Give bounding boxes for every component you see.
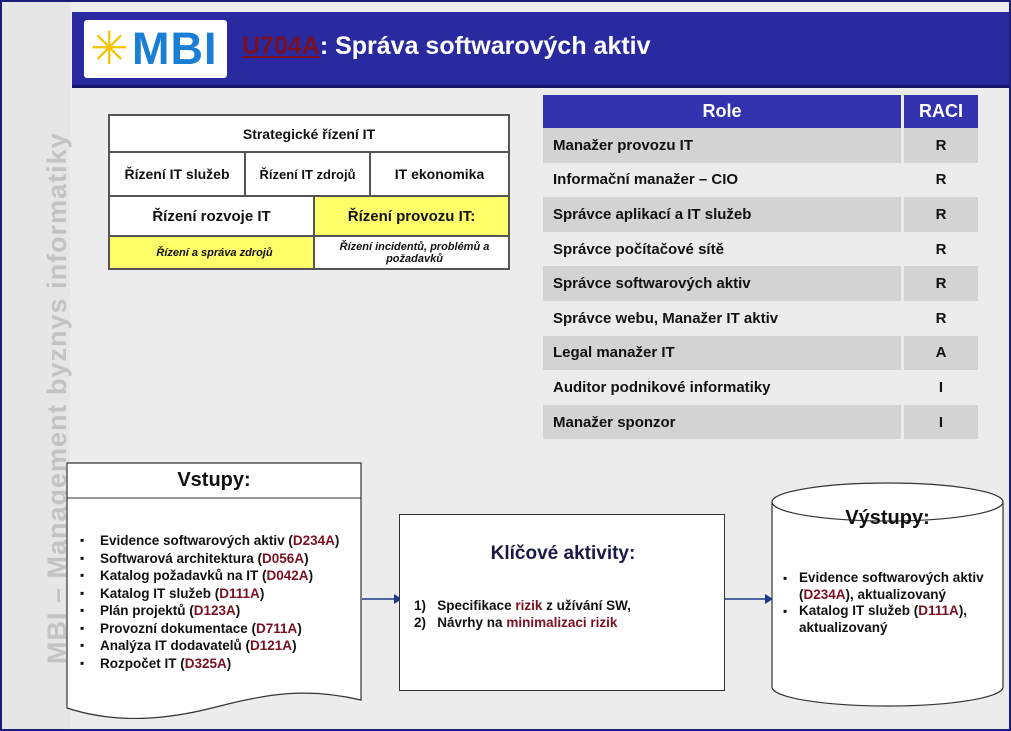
outputs-cylinder: Výstupy: Evidence softwarových aktiv (D2… [771,482,1004,707]
raci-value: R [901,231,978,267]
raci-role: Správce počítačové sítě [543,231,901,267]
raci-value: A [901,335,978,371]
raci-header-raci: RACI [901,95,978,128]
raci-role: Manažer provozu IT [543,128,901,163]
input-item: Rozpočet IT (D325A) [80,655,339,673]
title-text: : Správa softwarových aktiv [319,32,651,60]
input-item: Katalog požadavků na IT (D042A) [80,567,339,585]
org-resources: Řízení IT zdrojů [245,152,370,196]
raci-role: Legal manažer IT [543,335,901,371]
inputs-list: Evidence softwarových aktiv (D234A)Softw… [80,532,339,672]
raci-header-role: Role [543,95,901,128]
input-item: Evidence softwarových aktiv (D234A) [80,532,339,550]
raci-value: R [901,162,978,198]
mbi-logo: ✳ MBI [84,20,227,78]
input-item: Plán projektů (D123A) [80,602,339,620]
raci-role: Správce aplikací a IT služeb [543,197,901,232]
input-item: Analýza IT dodavatelů (D121A) [80,637,339,655]
inputs-title: Vstupy: [177,468,251,491]
input-item: Katalog IT služeb (D111A) [80,585,339,603]
raci-value: R [901,300,978,336]
org-chart: Strategické řízení IT Řízení IT služeb Ř… [108,114,510,270]
outputs-list: Evidence softwarových aktiv (D234A), akt… [783,570,1004,636]
activity-item: 1) Specifikace rizik z užívání SW, [414,598,631,613]
raci-value: R [901,197,978,232]
outputs-title: Výstupy: [845,507,930,529]
raci-role: Manažer sponzor [543,404,901,440]
title-code: U704A [242,32,320,60]
raci-role: Správce softwarových aktiv [543,266,901,301]
inputs-document: Vstupy: Evidence softwarových aktiv (D23… [66,462,362,720]
output-item: Katalog IT služeb (D111A), aktualizovaný [783,603,1004,636]
raci-role: Auditor podnikové informatiky [543,370,901,405]
org-operations: Řízení provozu IT: [314,196,509,236]
page-title: U704A: Správa softwarových aktiv [242,32,651,61]
activities-box: Klíčové aktivity: 1) Specifikace rizik z… [399,514,725,691]
raci-header: Role RACI [543,95,978,128]
input-item: Softwarová architektura (D056A) [80,550,339,568]
arrow-inputs-to-activities [362,594,402,604]
org-economics: IT ekonomika [370,152,509,196]
org-resource-mgmt: Řízení a správa zdrojů [109,236,314,269]
raci-value: R [901,266,978,301]
raci-role: Správce webu, Manažer IT aktiv [543,300,901,336]
org-strategic: Strategické řízení IT [109,115,509,152]
activities-list: 1) Specifikace rizik z užívání SW, 2) Ná… [414,597,631,631]
org-development: Řízení rozvoje IT [109,196,314,236]
org-incidents: Řízení incidentů, problémů a požadavků [314,236,509,269]
logo-text: MBI [132,23,218,74]
raci-role: Informační manažer – CIO [543,162,901,198]
activities-title: Klíčové aktivity: [490,543,636,564]
arrow-activities-to-outputs [725,594,773,604]
org-services: Řízení IT služeb [109,152,245,196]
output-item: Evidence softwarových aktiv (D234A), akt… [783,570,1004,603]
sidebar: MBI – Management byznys informatiky [2,2,72,729]
raci-value: I [901,404,978,440]
raci-value: I [901,370,978,405]
sun-icon: ✳ [90,22,129,74]
raci-value: R [901,128,978,163]
header-bar: ✳ MBI U704A: Správa softwarových aktiv [72,12,1009,88]
input-item: Provozní dokumentace (D711A) [80,620,339,638]
activity-item: 2) Návrhy na minimalizaci rizik [414,615,618,630]
